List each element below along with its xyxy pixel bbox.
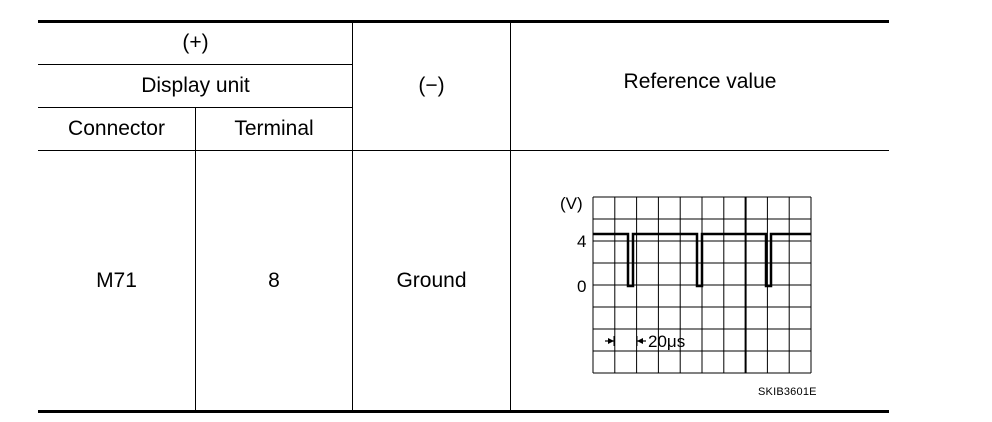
header-connector: Connector bbox=[68, 117, 165, 140]
header-terminal: Terminal bbox=[234, 117, 314, 140]
col-divider-terminal bbox=[195, 107, 196, 412]
rule-plus-bottom bbox=[38, 64, 353, 65]
y-tick-high: 4 bbox=[577, 232, 586, 251]
time-division-label: 20μs bbox=[648, 332, 685, 351]
time-division-marker: 20μs bbox=[605, 332, 685, 351]
oscilloscope-waveform: (V) 4 0 20μs bbox=[560, 194, 812, 374]
row-connector: M71 bbox=[96, 268, 137, 292]
header-reference-value: Reference value bbox=[623, 70, 777, 93]
header-minus: (−) bbox=[418, 74, 445, 97]
header-plus: (+) bbox=[182, 31, 209, 54]
col-divider-reference bbox=[510, 21, 511, 412]
col-divider-minus bbox=[352, 21, 353, 412]
header-display-unit: Display unit bbox=[141, 74, 250, 97]
y-unit-label: (V) bbox=[560, 194, 583, 213]
row-minus: Ground bbox=[396, 268, 467, 292]
signal-trace bbox=[593, 232, 811, 288]
y-tick-low: 0 bbox=[577, 277, 586, 296]
figure-code: SKIB3601E bbox=[758, 386, 817, 398]
header-bottom-rule bbox=[38, 150, 889, 151]
table-bottom-rule bbox=[38, 410, 889, 413]
table-top-rule bbox=[38, 20, 889, 23]
row-terminal: 8 bbox=[268, 268, 280, 292]
